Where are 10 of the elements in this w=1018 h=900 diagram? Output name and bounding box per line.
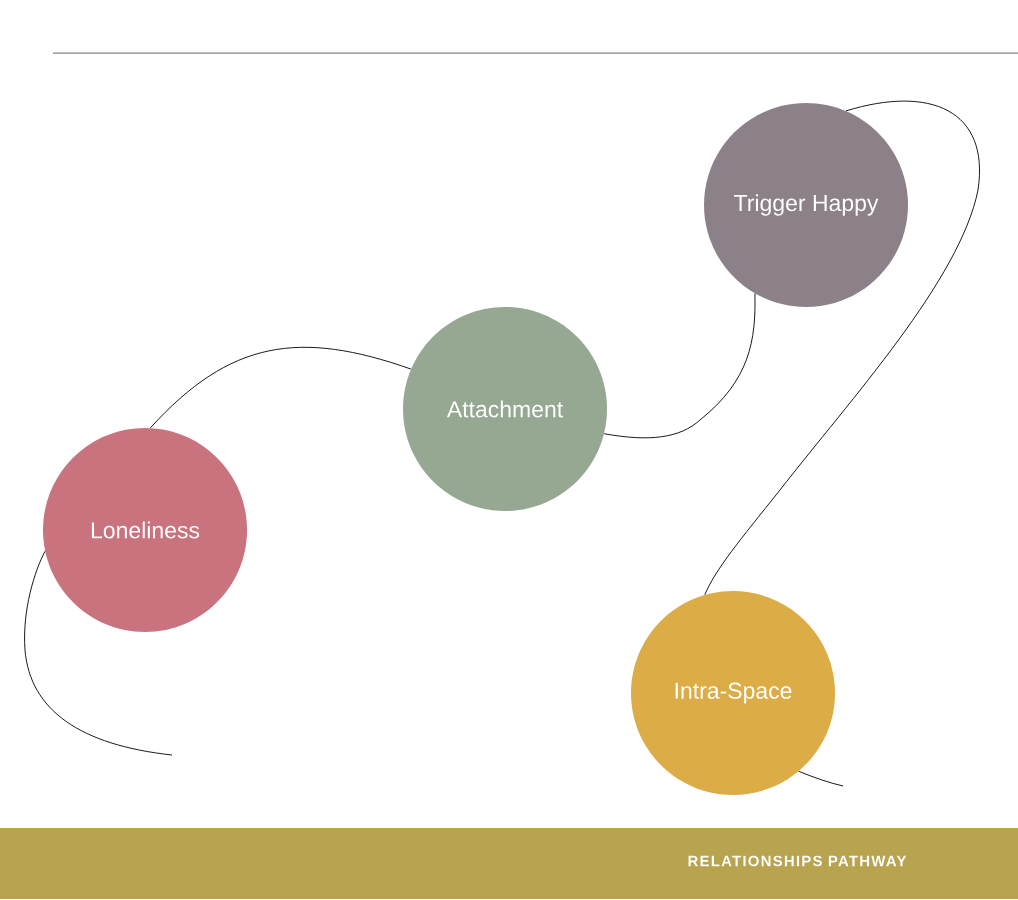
circle-node: Trigger Happy <box>704 103 908 307</box>
curved-line <box>704 100 980 596</box>
curved-line <box>603 293 756 439</box>
circle-node: Intra-Space <box>631 591 835 795</box>
curved-line <box>24 550 173 756</box>
footer-band: RELATIONSHIPS PATHWAY <box>0 828 1018 899</box>
circle-node: Attachment <box>403 307 607 511</box>
circle-node: Loneliness <box>43 428 247 632</box>
curved-line <box>798 770 844 787</box>
curved-line <box>149 347 412 429</box>
